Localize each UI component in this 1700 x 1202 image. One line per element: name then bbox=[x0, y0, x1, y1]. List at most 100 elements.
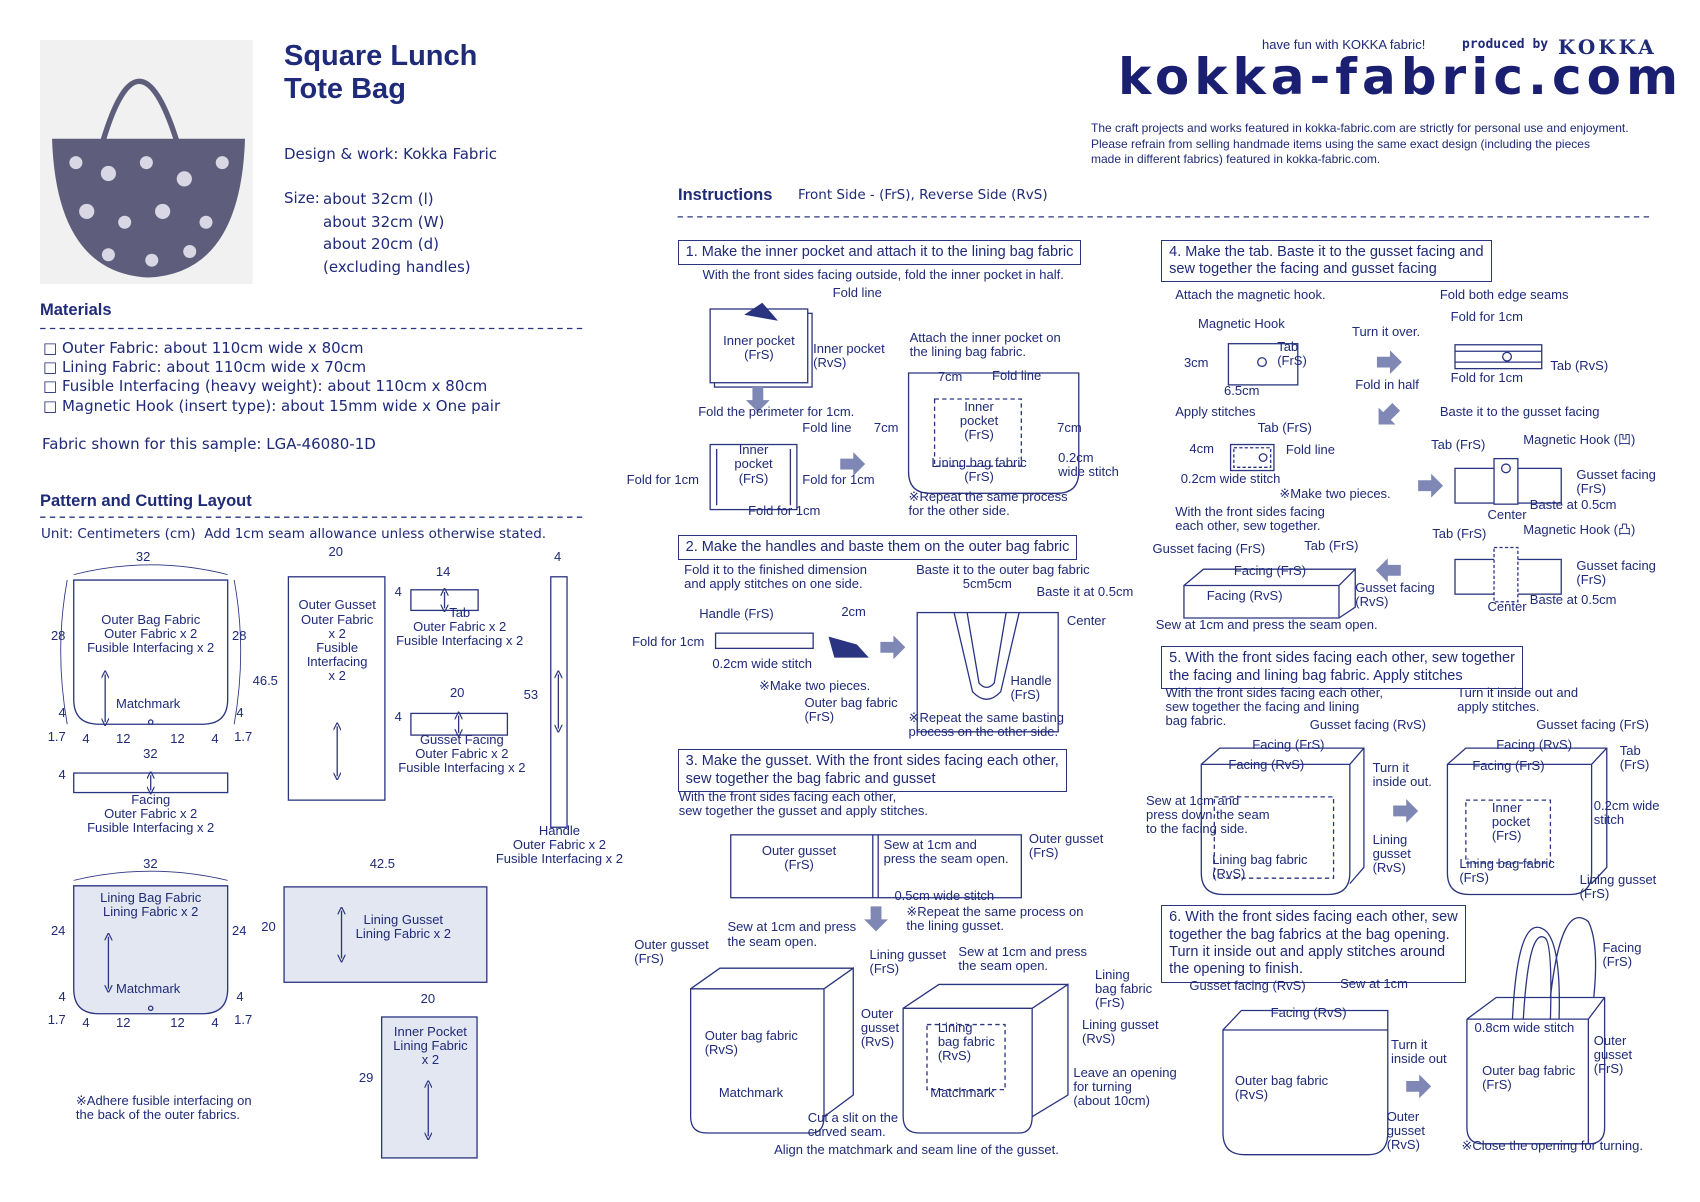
diagram-label: Attach the inner pocket on the lining ba… bbox=[909, 329, 1061, 359]
diagram-label: 0.2cm wide stitch bbox=[1058, 450, 1119, 480]
diagram-label: 5cm5cm bbox=[962, 575, 1012, 591]
step-title: 3. Make the gusset. With the front sides… bbox=[677, 749, 1067, 792]
diagram-label: Cut a slit on the curved seam. bbox=[807, 1110, 899, 1140]
diagram-label: 0.2cm wide stitch bbox=[1180, 470, 1281, 486]
diagram-label: Fold for 1cm bbox=[1450, 309, 1523, 325]
diagram-label: With the front sides facing each other, … bbox=[1175, 504, 1325, 534]
diagram-label: Gusset facing (RvS) bbox=[1309, 716, 1427, 732]
diagram-label: Handle (FrS) bbox=[699, 606, 774, 622]
diagram-label: 4 bbox=[394, 709, 402, 725]
diagram-label: Facing (FrS) bbox=[1602, 940, 1642, 970]
size-label: Size: bbox=[284, 189, 320, 207]
diagram-label: 1.7 bbox=[234, 728, 253, 744]
diagram-label: Fold for 1cm bbox=[632, 634, 705, 650]
diagram-label: Baste it to the outer bag fabric bbox=[916, 561, 1090, 577]
step-title: 6. With the front sides facing each othe… bbox=[1161, 905, 1466, 983]
diagram-label: 4 bbox=[82, 730, 90, 746]
diagram-label: Align the matchmark and seam line of the… bbox=[774, 1141, 1059, 1157]
diagram-label: 20 bbox=[328, 544, 343, 560]
diagram-label: Fold line bbox=[802, 419, 852, 435]
diagram-label: Center bbox=[1487, 507, 1527, 523]
diagram-label: Fold for 1cm bbox=[748, 503, 821, 519]
diagram-label: 0.2cm wide stitch bbox=[1593, 798, 1660, 828]
diagram-label: 14 bbox=[435, 563, 451, 579]
diagram-label: Sew at 1cm and press the seam open. bbox=[1155, 616, 1378, 632]
diagram-label: 4 bbox=[58, 704, 66, 720]
diagram-label: ※Close the opening for turning. bbox=[1461, 1138, 1643, 1154]
diagram-label: Outer bag fabric (RvS) bbox=[1234, 1073, 1329, 1103]
diagram-label: 29 bbox=[358, 1070, 374, 1086]
diagram-label: Lining gusset (RvS) bbox=[1082, 1017, 1159, 1047]
diagram-label: Outer Gusset Outer Fabric x 2 Fusible In… bbox=[298, 597, 376, 683]
diagram-label: Gusset facing (FrS) bbox=[1576, 467, 1656, 497]
diagram-label: Attach the magnetic hook. bbox=[1175, 287, 1326, 303]
produced-by: produced by bbox=[1462, 37, 1549, 52]
diagram-label: Baste it to the gusset facing bbox=[1439, 404, 1600, 420]
diagram-label: Tab Outer Fabric x 2 Fusible Interfacing… bbox=[396, 605, 524, 649]
diagram-label: Outer gusset (RvS) bbox=[1386, 1109, 1425, 1153]
diagram-label: 12 bbox=[116, 1014, 131, 1030]
diagram-label: Lining gusset (FrS) bbox=[869, 946, 947, 976]
diagram-label: Fold both edge seams bbox=[1439, 287, 1569, 303]
diagram-label: Gusset facing (FrS) bbox=[1152, 541, 1266, 557]
diagram-label: 28 bbox=[50, 627, 66, 643]
page-title: Square Lunch Tote Bag bbox=[284, 40, 478, 106]
diagram-label: 32 bbox=[135, 548, 151, 564]
fabric-sample: Fabric shown for this sample: LGA-46080-… bbox=[42, 435, 376, 453]
diagram-label: ※Repeat the same process on the lining g… bbox=[906, 904, 1084, 934]
side-legend: Front Side - (FrS), Reverse Side (RvS) bbox=[798, 187, 1048, 203]
instructions-heading: Instructions bbox=[678, 186, 773, 204]
diagram-label: Tab (FrS) bbox=[1431, 437, 1486, 453]
diagram-label: ※Repeat the same process for the other s… bbox=[908, 489, 1068, 519]
diagram-label: Facing Outer Fabric x 2 Fusible Interfac… bbox=[87, 791, 215, 835]
diagram-label: 4 bbox=[211, 730, 219, 746]
unit-note: Unit: Centimeters (cm) Add 1cm seam allo… bbox=[41, 526, 547, 542]
diagram-label: Inner pocket (FrS) bbox=[1491, 800, 1531, 844]
diagram-label: 7cm bbox=[937, 368, 963, 384]
diagram-label: Tab (FrS) bbox=[1619, 742, 1650, 772]
diagram-label: Turn it inside out and apply stitches. bbox=[1457, 685, 1579, 715]
diagram-label: Inner pocket (FrS) bbox=[723, 332, 795, 362]
diagram-label: 0.8cm wide stitch bbox=[1474, 1020, 1575, 1036]
diagram-label: Lining gusset (FrS) bbox=[1579, 871, 1657, 901]
diagram-label: Facing (RvS) bbox=[1206, 587, 1283, 603]
diagram-label: 7cm bbox=[1057, 419, 1082, 435]
diagram-label: 24 bbox=[50, 922, 66, 938]
diagram-label: Lining bag fabric (RvS) bbox=[937, 1020, 995, 1064]
diagram-label: Turn it inside out bbox=[1391, 1036, 1447, 1066]
diagram-label: Outer bag fabric (FrS) bbox=[804, 695, 898, 725]
diagram-label: Outer gusset (FrS) bbox=[1593, 1033, 1633, 1077]
design-credit: Design & work: Kokka Fabric bbox=[284, 145, 498, 163]
diagram-label: 0.5cm wide stitch bbox=[894, 888, 995, 904]
diagram-label: 4 bbox=[236, 988, 244, 1004]
diagram-label: 53 bbox=[523, 687, 539, 703]
diagram-label: Sew at 1cm and press the seam open. bbox=[883, 837, 1009, 867]
diagram-label: Fold in half bbox=[1355, 377, 1419, 393]
diagram-label: 1.7 bbox=[234, 1011, 253, 1027]
diagram-label: Fold the perimeter for 1cm. bbox=[698, 404, 855, 420]
disclaimer: The craft projects and works featured in… bbox=[1091, 121, 1629, 167]
diagram-label: Sew at 1cm and press down the seam to th… bbox=[1145, 792, 1270, 836]
diagram-label: Lining Bag Fabric Lining Fabric x 2 bbox=[100, 890, 202, 920]
diagram-label: Baste it at 0.5cm bbox=[1036, 584, 1134, 600]
diagram-label: Magnetic Hook (凹) bbox=[1523, 431, 1636, 447]
diagram-label: Fold line bbox=[992, 367, 1042, 383]
diagram-label: 4 bbox=[58, 766, 66, 782]
diagram-label: Baste at 0.5cm bbox=[1529, 496, 1617, 512]
diagram-label: With the front sides facing each other, … bbox=[1165, 685, 1384, 729]
diagram-label: ※Make two pieces. bbox=[758, 677, 871, 693]
diagram-label: 1.7 bbox=[47, 728, 66, 744]
diagram-label: With the front sides facing each other, … bbox=[678, 789, 929, 819]
diagram-label: Inner pocket (FrS) bbox=[959, 399, 999, 443]
diagram-label: Inner Pocket Lining Fabric x 2 bbox=[393, 1023, 468, 1067]
diagram-label: 20 bbox=[261, 919, 276, 935]
step-title: 4. Make the tab. Baste it to the gusset … bbox=[1161, 239, 1492, 283]
size-lines: about 32cm (l) about 32cm (W) about 20cm… bbox=[323, 190, 471, 276]
diagram-label: Sew at 1cm bbox=[1340, 975, 1408, 991]
diagram-label: Facing (FrS) bbox=[1252, 737, 1325, 753]
product-photo bbox=[40, 40, 253, 285]
diagram-label: 4 bbox=[211, 1014, 219, 1030]
diagram-label: Matchmark bbox=[718, 1085, 784, 1101]
pattern-heading: Pattern and Cutting Layout bbox=[40, 492, 252, 510]
kokka-fabric-logo[interactable]: kokka-fabric.com bbox=[1118, 48, 1684, 106]
